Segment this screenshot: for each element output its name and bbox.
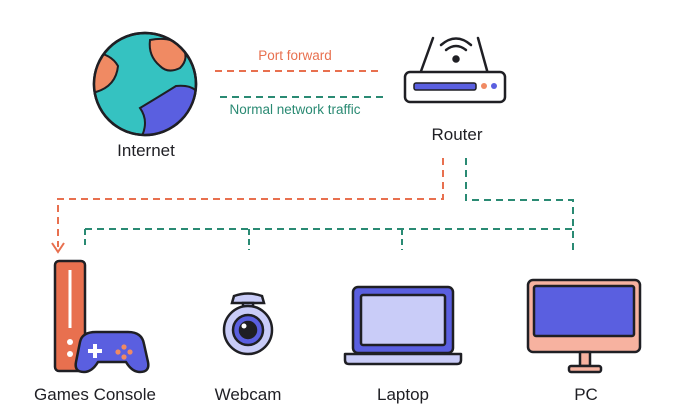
games-console-label: Games Console xyxy=(34,385,156,404)
games-console-icon xyxy=(53,259,150,374)
pc-label: PC xyxy=(574,385,598,404)
port-forward-arrowhead xyxy=(51,242,65,254)
laptop-label: Laptop xyxy=(377,385,429,404)
normal-traffic-trunk xyxy=(465,158,574,252)
webcam-icon xyxy=(222,292,274,356)
port-forward-label: Port forward xyxy=(258,48,332,63)
globe-icon xyxy=(92,31,198,137)
pc-icon xyxy=(526,278,642,374)
normal-traffic-label: Normal network traffic xyxy=(229,102,361,117)
webcam-label: Webcam xyxy=(214,385,282,404)
router-label: Router xyxy=(431,125,483,144)
router-icon xyxy=(403,36,507,104)
laptop-icon xyxy=(343,285,463,366)
port-forward-path xyxy=(57,158,444,247)
internet-label: Internet xyxy=(117,141,175,160)
